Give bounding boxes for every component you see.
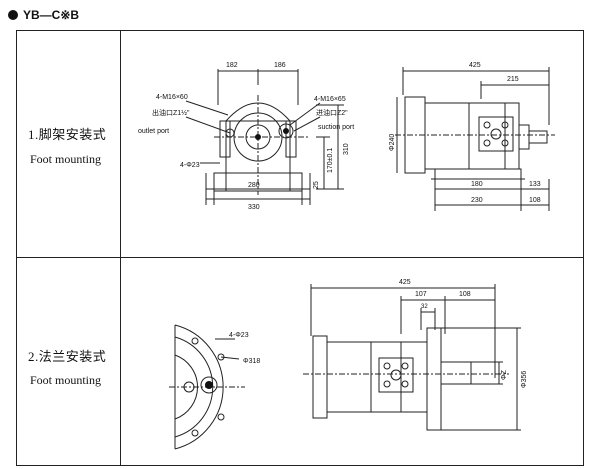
side1-dim-108: 108	[529, 197, 541, 204]
suction-cn: 进油口Z2"	[316, 108, 348, 117]
diagram2-side-view: 425 107 108 32 ΦZ Φ356	[303, 279, 528, 431]
side1-dim-425: 425	[469, 62, 481, 69]
side2-dim-425: 425	[399, 279, 411, 286]
flange-dim-d318: Φ318	[243, 358, 260, 365]
flange-hole-label: 4-Φ23	[229, 332, 249, 339]
diagram1-side-view: 425 215 Φ240 180 133 230 108	[389, 62, 555, 211]
dim-170: 170±0.1	[327, 148, 334, 173]
side2-dim-108: 108	[459, 291, 471, 298]
side1-dim-d240: Φ240	[389, 134, 396, 151]
side2-dim-32: 32	[421, 304, 428, 310]
section-title: YB—C※B	[23, 8, 80, 22]
side2-dim-dz: ΦZ	[501, 369, 508, 380]
dim-182: 182	[226, 62, 238, 69]
hole-label: 4-Φ23	[180, 162, 200, 169]
bullet-icon	[8, 10, 18, 20]
row1-label-en: Foot mounting	[30, 152, 102, 166]
side1-dim-180: 180	[471, 181, 483, 188]
row-divider	[16, 257, 584, 258]
row2-label-en: Foot mounting	[30, 373, 102, 387]
table-frame	[16, 30, 584, 466]
bolt-label-right: 4-M16×65	[314, 96, 346, 103]
side1-dim-230: 230	[471, 197, 483, 204]
section-header: YB—C※B	[8, 8, 79, 22]
row1-label-cn: 1.脚架安装式	[28, 127, 107, 142]
bolt-label-left: 4-M16×60	[156, 94, 188, 101]
outlet-cn: 出油口Z1½"	[152, 108, 190, 117]
diagram2-front-view: 4-Φ23 Φ318	[169, 324, 260, 450]
side2-dim-d356: Φ356	[521, 371, 528, 388]
dim-280: 280	[248, 182, 260, 189]
suction-en: suction port	[318, 124, 354, 131]
dim-186: 186	[274, 62, 286, 69]
dim-330: 330	[248, 204, 260, 211]
side1-dim-215: 215	[507, 76, 519, 83]
side2-dim-107: 107	[415, 291, 427, 298]
dim-310: 310	[343, 143, 350, 155]
dim-25: 25	[313, 181, 320, 189]
diagram1-front-view: 182 186 4-M16×60 出油口Z1½" outlet port 4-M…	[138, 62, 354, 211]
column-divider	[120, 30, 121, 466]
outlet-en: outlet port	[138, 128, 169, 135]
side1-dim-133: 133	[529, 181, 541, 188]
row2-label-cn: 2.法兰安装式	[28, 349, 107, 364]
